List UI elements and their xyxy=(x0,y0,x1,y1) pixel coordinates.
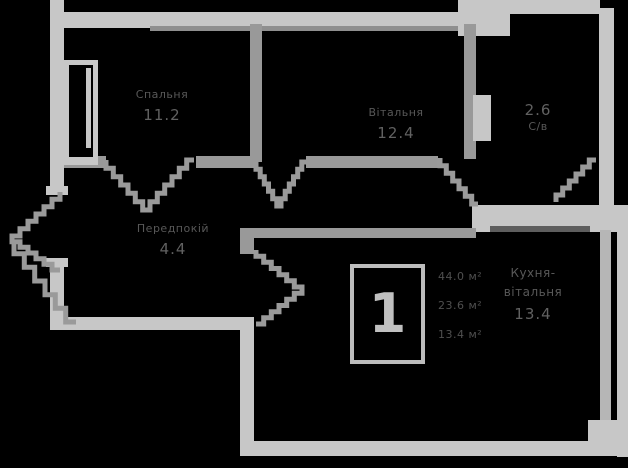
door-arc-living xyxy=(253,159,306,209)
door-arc-bathroom xyxy=(437,158,478,207)
wall-top-right xyxy=(500,0,600,14)
entrance-jamb-top xyxy=(46,186,68,195)
rooms-count-number: 1 xyxy=(368,282,407,345)
kitchen-name-line2: вітальня xyxy=(503,284,563,299)
wall-top-inset xyxy=(150,26,462,31)
label-kitchen: Кухня- вітальня 13.4 xyxy=(468,264,598,323)
badge-area-kitchen: 13.4 м² xyxy=(438,328,483,341)
bedroom-name: Спальня xyxy=(135,88,189,101)
hallway-area: 4.4 xyxy=(159,239,187,258)
wall-divider-rooms xyxy=(250,24,262,162)
kitchen-name-line1: Кухня- xyxy=(510,266,556,280)
living-name: Вітальня xyxy=(368,106,424,119)
badge-area-total: 44.0 м² xyxy=(438,270,483,283)
bedroom-area: 11.2 xyxy=(143,105,181,124)
label-hallway: Передпокій 4.4 xyxy=(106,222,240,259)
living-area: 12.4 xyxy=(377,123,415,142)
wall-kitchen-left xyxy=(240,317,254,447)
wall-hall-kitchen-stub xyxy=(240,228,254,254)
wall-balcony-outer xyxy=(617,205,628,457)
rooms-count-badge: 1 xyxy=(350,264,425,364)
bathroom-name: С/в xyxy=(528,120,548,134)
wall-riser xyxy=(473,95,491,141)
wall-corner-bottom-right xyxy=(588,420,628,454)
wall-left-bottom-h xyxy=(50,317,244,330)
label-bathroom: 2.6 С/в xyxy=(498,100,578,135)
wall-kitchen-top xyxy=(250,228,476,238)
hallway-name: Передпокій xyxy=(136,222,210,235)
wall-hall-c xyxy=(306,156,438,168)
bathroom-area: 2.6 xyxy=(524,101,552,119)
door-arc-entrance-leaf xyxy=(11,240,76,325)
wall-right xyxy=(599,8,614,218)
door-arc-bedroom xyxy=(103,157,194,213)
window-niche-bar xyxy=(86,68,91,148)
kitchen-area: 13.4 xyxy=(514,305,552,324)
wall-bottom xyxy=(240,441,617,456)
wall-left-upper xyxy=(50,0,64,188)
badge-area-info: 44.0 м² 23.6 м² 13.4 м² xyxy=(438,270,482,341)
label-living: Вітальня 12.4 xyxy=(334,106,458,143)
door-arc-kitchen xyxy=(253,250,305,327)
wall-hall-b xyxy=(196,156,256,168)
balcony-window xyxy=(600,230,611,422)
door-arc-entrance xyxy=(9,192,63,273)
door-arc-balcony xyxy=(553,157,596,202)
window-niche xyxy=(64,60,98,165)
label-bedroom: Спальня 11.2 xyxy=(100,88,224,125)
balcony-band-window xyxy=(490,226,590,232)
entrance-jamb-bottom xyxy=(46,258,68,267)
badge-area-living: 23.6 м² xyxy=(438,299,483,312)
wall-top xyxy=(50,12,462,28)
